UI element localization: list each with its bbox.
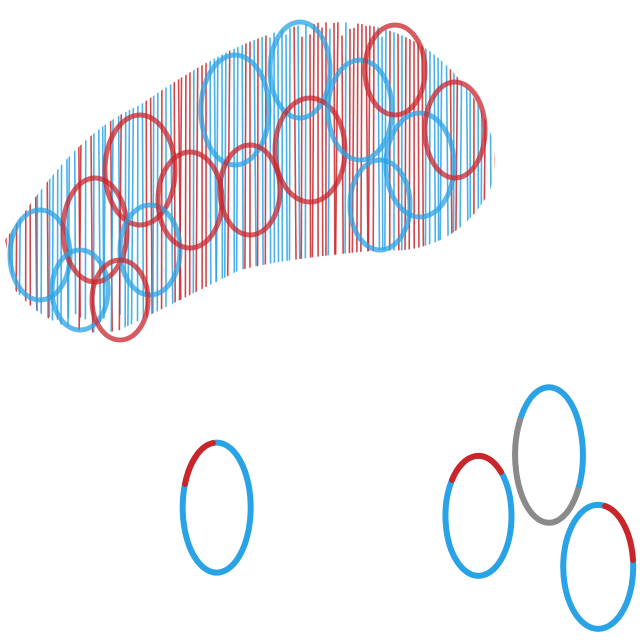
cluster-hatch-line (124, 22, 127, 333)
cluster-hatch-line (304, 22, 307, 330)
cluster-hatch-line (223, 24, 227, 328)
chain-ring-left-blue (442, 469, 515, 579)
cluster-ring (49, 247, 111, 333)
cluster-hatch-line (428, 36, 431, 329)
cluster-ring (422, 79, 488, 181)
hatched-cluster (5, 19, 498, 343)
chain-ring-left-red (449, 452, 504, 483)
cluster-hatch-line (285, 34, 289, 325)
cluster-hatch-line (18, 22, 23, 312)
cluster-hatch-line (253, 36, 258, 329)
cluster-hatch-line (293, 22, 298, 318)
cluster-hatch-line (273, 22, 276, 333)
cluster-ring (198, 52, 272, 168)
cluster-hatch-line (311, 23, 315, 326)
cluster-ring (383, 110, 457, 220)
cluster-hatch-line (40, 22, 43, 333)
cluster-ring (362, 22, 428, 118)
single-ring-red-arc (182, 440, 216, 487)
cluster-hatch-line (458, 29, 463, 333)
cluster-hatch-line (334, 22, 339, 315)
cluster-hatch-line (8, 27, 11, 332)
cluster-hatch-line (333, 22, 336, 312)
cluster-hatch-line (256, 34, 259, 333)
cluster-hatch-line (152, 22, 155, 333)
cluster-hatch-line (417, 22, 421, 318)
cluster-hatch-line (497, 30, 498, 316)
cluster-hatch-line (437, 22, 440, 333)
cluster-hatch-line (243, 26, 247, 330)
cluster-ring (347, 157, 413, 253)
cluster-hatch-line (261, 22, 265, 323)
cluster-hatch-line (465, 22, 470, 333)
cluster-hatch-line (56, 22, 59, 320)
cluster-hatch-line (36, 26, 39, 333)
chain-ring-upper-blue (517, 384, 586, 493)
cluster-hatch-line (348, 28, 351, 332)
cluster-hatch-line (321, 27, 324, 326)
cluster-hatch-line (195, 29, 199, 320)
cluster-hatch-line (493, 39, 495, 333)
ring-chain (442, 384, 637, 632)
cluster-hatch-line (127, 33, 131, 333)
cluster-hatch-line (288, 28, 291, 333)
cluster-ring (272, 95, 348, 205)
cluster-hatch-line (341, 35, 345, 323)
cluster-hatch-line (184, 29, 187, 318)
cluster-hatch-line (45, 22, 50, 326)
cluster-hatch-line (209, 22, 212, 333)
cluster-hatch-line (149, 22, 154, 333)
cluster-hatch-line (300, 36, 303, 333)
cluster-hatch-line (482, 31, 487, 333)
cluster-hatch-line (297, 23, 301, 327)
chain-ring-upper-gray (512, 417, 581, 526)
cluster-hatch-line (309, 34, 312, 324)
cluster-ring (89, 257, 151, 343)
single-ring-blue-arc (179, 439, 254, 576)
cluster-hatch-line (264, 22, 267, 331)
cluster-ring (60, 175, 130, 285)
cluster-ring (102, 112, 178, 228)
cluster-hatch-line (226, 22, 231, 333)
cluster-hatch-line (48, 28, 51, 318)
chain-ring-lower-blue (560, 501, 637, 632)
cluster-hatch-line (351, 27, 355, 320)
cluster-hatch-line (489, 25, 493, 323)
cluster-hatch-line (84, 22, 87, 320)
cluster-hatch-line (169, 23, 174, 314)
cluster-hatch-line (156, 23, 159, 324)
cluster-hatch-line (235, 22, 239, 329)
cluster-hatch-line (480, 38, 483, 314)
single-ring (179, 439, 254, 576)
cluster-ring (217, 142, 283, 238)
cluster-hatch-line (192, 22, 195, 326)
cluster-ring (325, 57, 395, 163)
cluster-hatch-line (397, 33, 400, 333)
cluster-hatch-line (445, 22, 450, 322)
chain-ring-lower-red (602, 503, 636, 563)
cluster-hatch-line (215, 34, 219, 330)
cluster-hatch-line (381, 36, 384, 330)
cluster-ring (267, 19, 333, 121)
